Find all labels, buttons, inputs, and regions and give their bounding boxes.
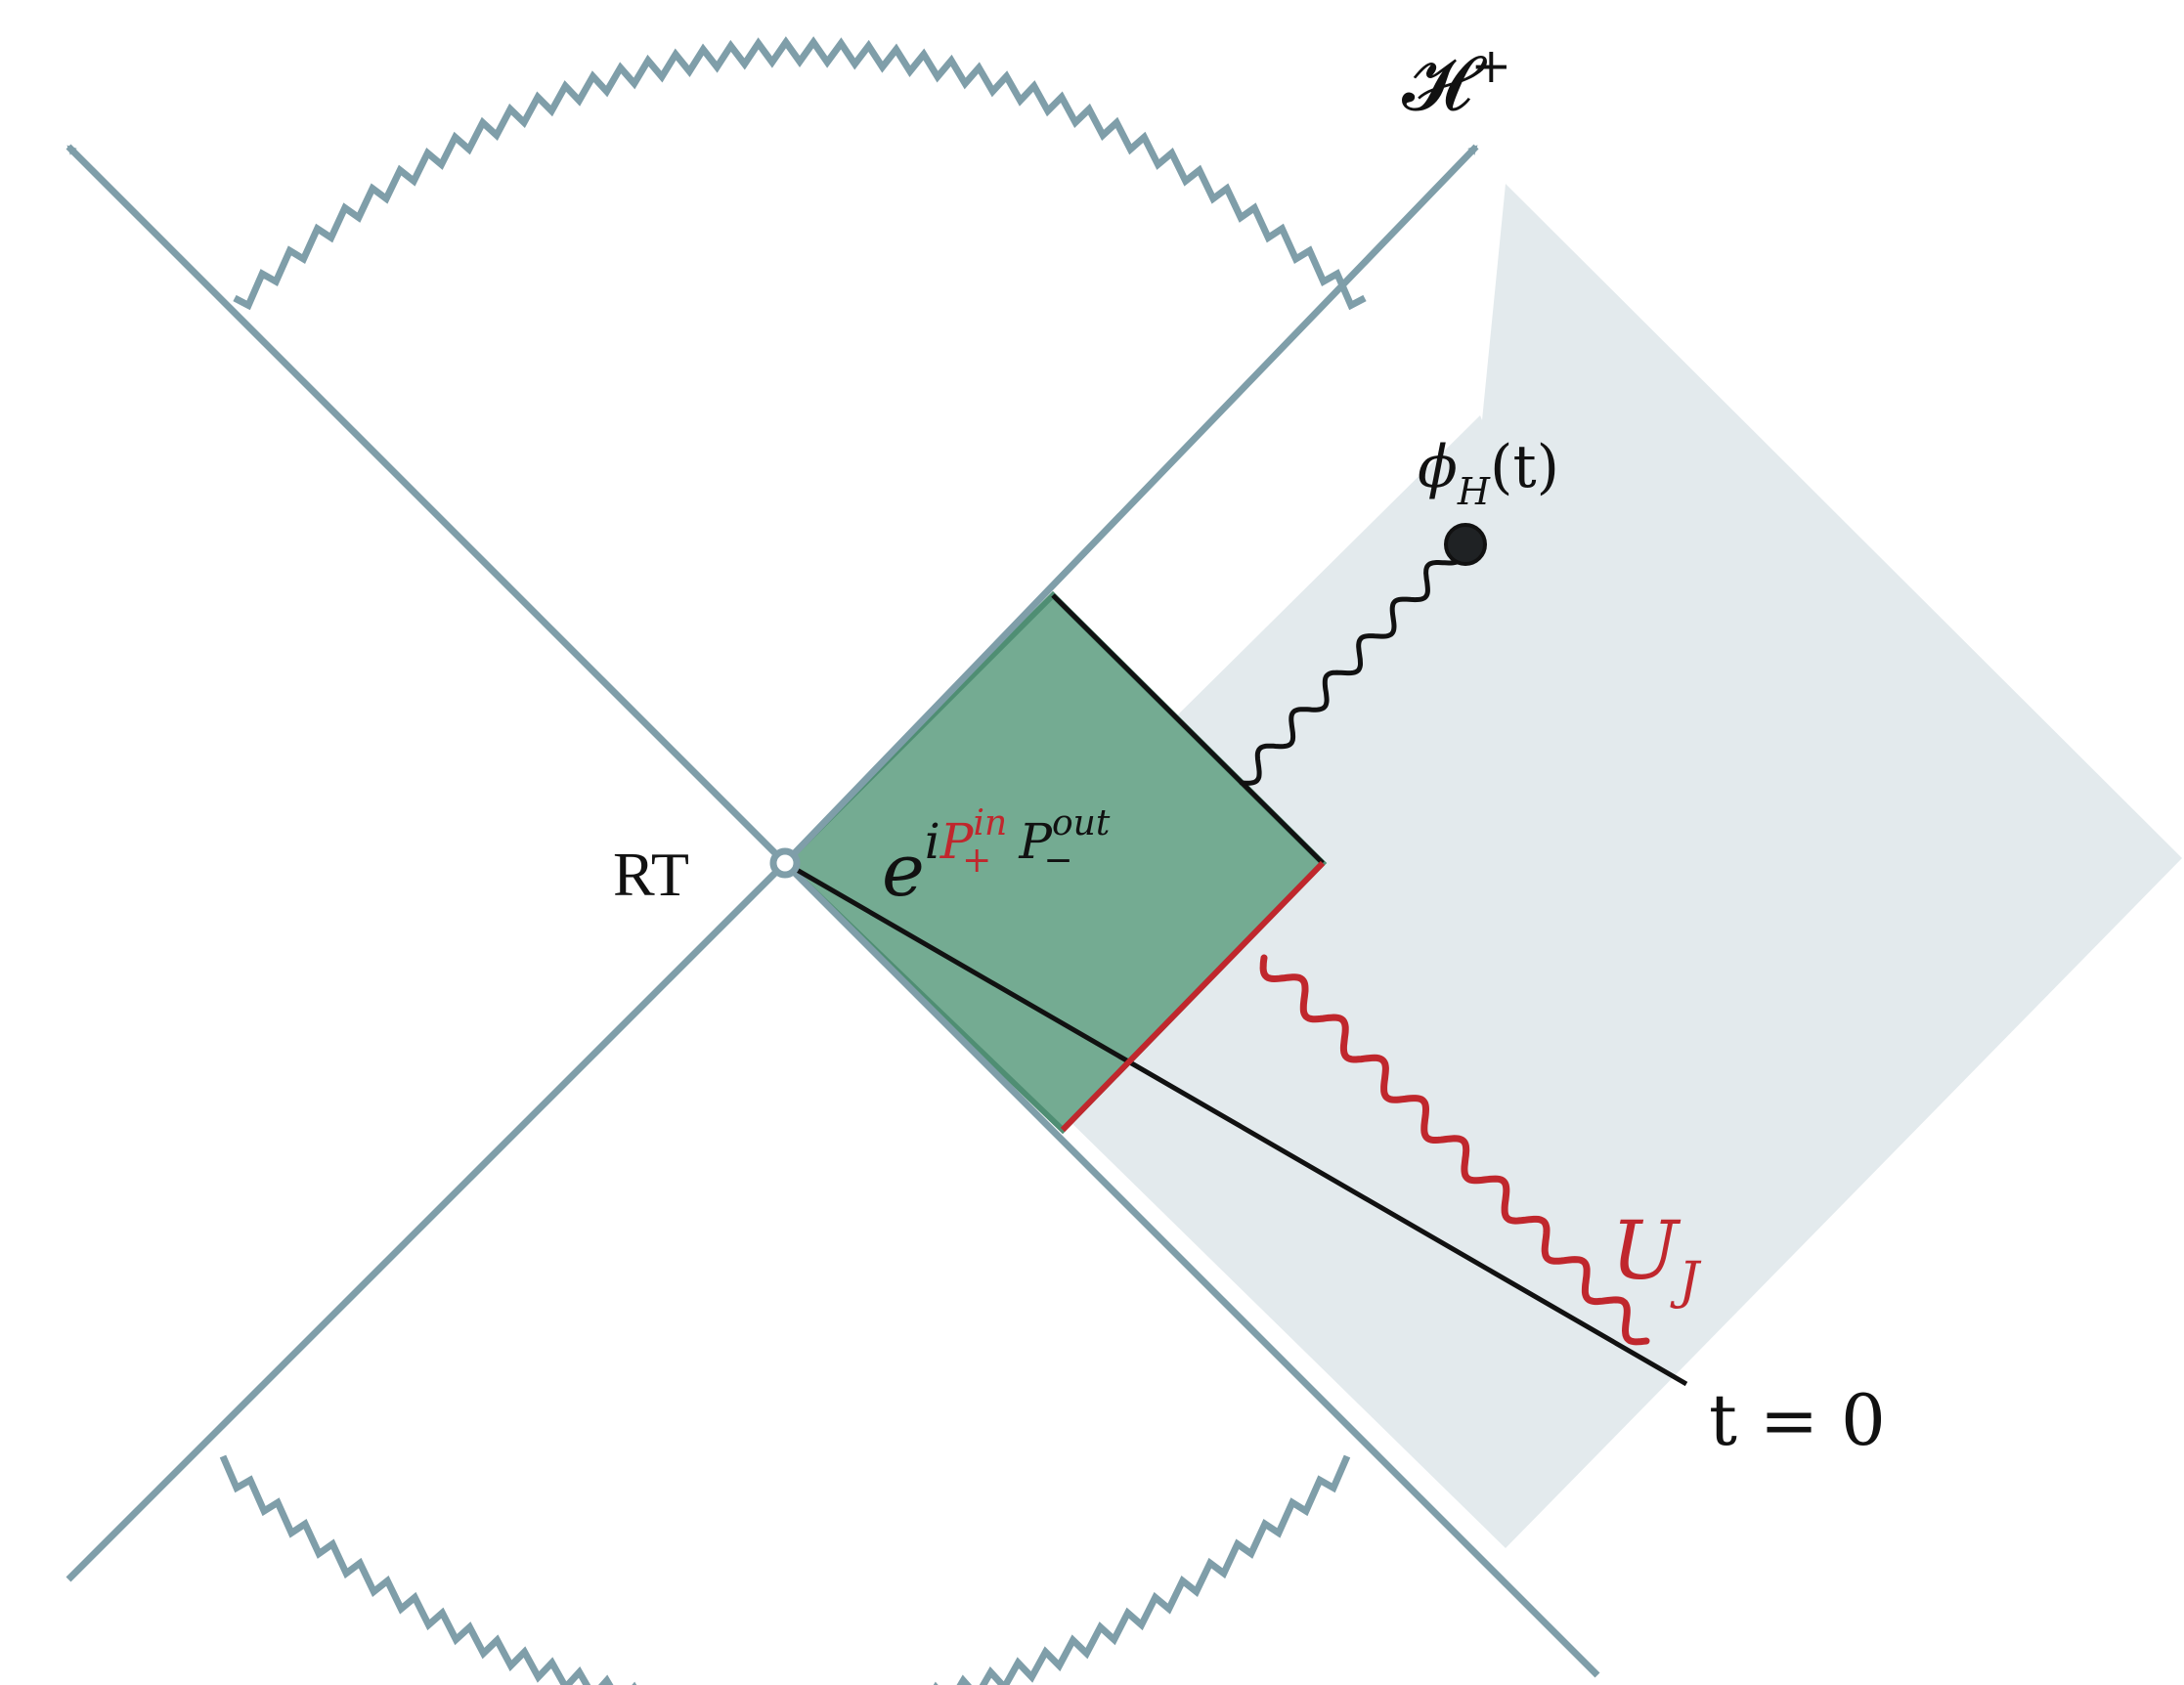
past-singularity xyxy=(219,1454,1351,1685)
operator-point xyxy=(1444,523,1487,566)
phi-label: ϕH(t) xyxy=(1418,433,1559,513)
lower-left-horizon-axis xyxy=(66,860,788,1582)
modular-operator-label: eiPin+Pout− xyxy=(882,803,1111,913)
t-zero-label: t = 0 xyxy=(1709,1379,1886,1461)
t-zero-slice xyxy=(783,860,1688,1387)
uj-wave xyxy=(1259,954,1650,1346)
rt-label: RT xyxy=(613,840,689,909)
operator-wave xyxy=(1239,541,1464,786)
right-horizon-axis xyxy=(782,144,1479,866)
rt-point xyxy=(769,847,801,879)
exterior-region xyxy=(1063,184,2182,1548)
future-singularity xyxy=(233,36,1367,311)
upper-diamond-boundary xyxy=(1051,593,1325,865)
lower-right-horizon-axis xyxy=(782,860,1600,1678)
red-diamond-boundary xyxy=(1060,860,1326,1133)
left-horizon-axis xyxy=(66,144,788,866)
horizon-label: 𝓗+ xyxy=(1402,37,1511,128)
